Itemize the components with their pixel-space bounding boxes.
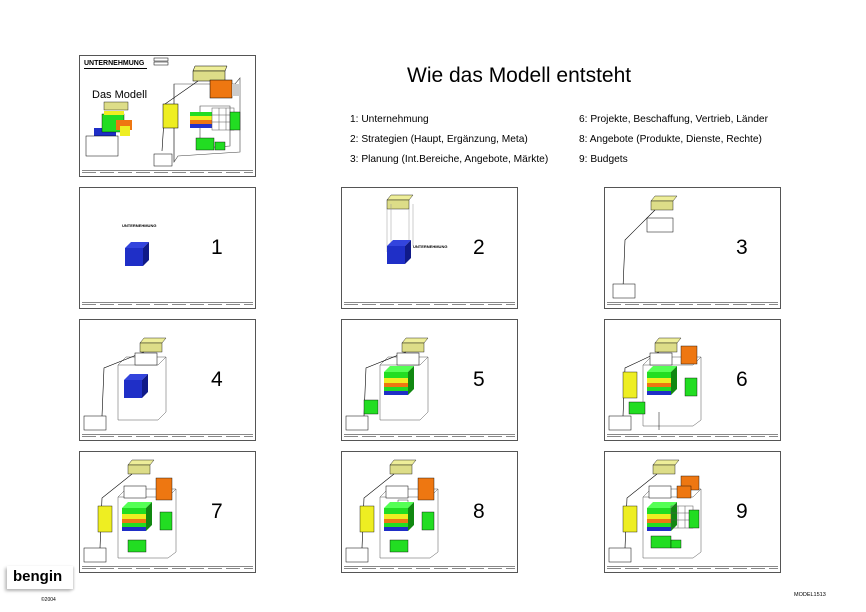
planning-graphic [612,195,678,299]
legend-item: 8: Angebote (Produkte, Dienste, Rechte) [579,134,762,145]
cube-graphic [125,242,149,266]
step-slide-9[interactable]: 9 [604,451,781,573]
bengin-logo: bengin [7,566,73,589]
step-number: 4 [211,368,223,391]
slide-footer [344,434,515,439]
legend-item: 3: Planung (Int.Bereiche, Angebote, Märk… [350,154,549,165]
strategy-graphic [386,194,414,264]
model-step8-graphic [345,459,439,563]
overview-model-graphic [85,57,241,167]
step-number: 1 [211,236,223,259]
model-step4-graphic [83,337,167,431]
legend-left: 1: Unternehmung 2: Strategien (Haupt, Er… [350,110,548,170]
slide-footer [344,566,515,571]
slide-footer [344,302,515,307]
slide-footer [82,302,253,307]
step-slide-2[interactable]: UNTERNEHMUNG 2 [341,187,518,309]
step-slide-6[interactable]: 6 [604,319,781,441]
step-slide-7[interactable]: 7 [79,451,256,573]
slide-footer [82,566,253,571]
model-step9-graphic [608,459,702,563]
model-step5-graphic [345,337,429,431]
slide-footer [607,566,778,571]
overview-slide[interactable]: UNTERNEHMUNG Das Modell [79,55,256,177]
step-number: 3 [736,236,748,259]
overview-title: UNTERNEHMUNG [84,60,147,69]
document-id: MODEL1513 [794,592,826,598]
step-slide-8[interactable]: 8 [341,451,518,573]
legend-item: 2: Strategien (Haupt, Ergänzung, Meta) [350,134,528,145]
step-number: 2 [473,236,485,259]
legend-item: 1: Unternehmung [350,114,429,125]
model-step7-graphic [83,459,177,563]
legend-right: 6: Projekte, Beschaffung, Vertrieb, Länd… [579,110,768,170]
step-number: 9 [736,500,748,523]
step-number: 6 [736,368,748,391]
model-step6-graphic [608,337,702,431]
page-title: Wie das Modell entsteht [407,64,632,87]
unternehmung-label: UNTERNEHMUNG [413,244,448,249]
legend-item: 6: Projekte, Beschaffung, Vertrieb, Länd… [579,114,768,125]
overview-subtitle: Das Modell [92,89,148,101]
step-number: 7 [211,500,223,523]
step-number: 8 [473,500,485,523]
legend-item: 9: Budgets [579,154,628,165]
step-slide-4[interactable]: 4 [79,319,256,441]
unternehmung-label: UNTERNEHMUNG [122,223,157,228]
slide-footer [82,434,253,439]
brand-name: bengin [13,568,63,585]
slide-footer [82,170,253,175]
slide-footer [607,302,778,307]
copyright-text: ©2004 [41,597,56,603]
step-slide-3[interactable]: 3 [604,187,781,309]
step-slide-5[interactable]: 5 [341,319,518,441]
slide-footer [607,434,778,439]
step-number: 5 [473,368,485,391]
step-slide-1[interactable]: UNTERNEHMUNG 1 [79,187,256,309]
